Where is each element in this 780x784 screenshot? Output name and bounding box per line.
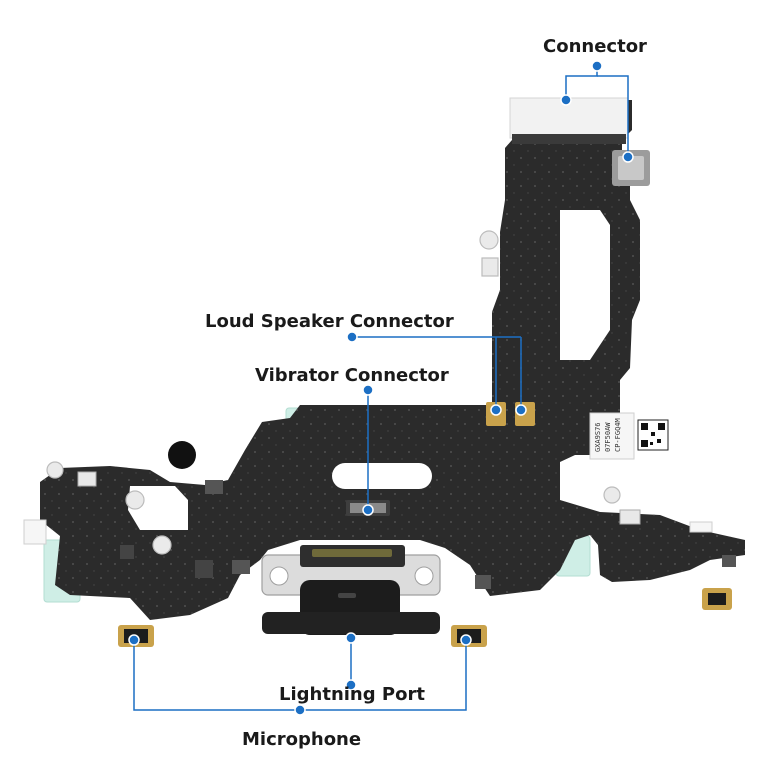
callout-dot-vibrator-origin — [362, 384, 374, 396]
callout-dot-loud-speaker-left — [490, 404, 502, 416]
label-vibrator-connector: Vibrator Connector — [255, 365, 449, 386]
callout-dot-connector-right — [622, 151, 634, 163]
label-lightning-port: Lightning Port — [279, 684, 425, 705]
callout-dots — [128, 60, 634, 716]
callout-dot-lightning-origin — [345, 679, 357, 691]
callout-dot-microphone-left — [128, 634, 140, 646]
label-microphone: Microphone — [242, 729, 362, 750]
grounding-tabs — [46, 230, 728, 608]
label-connector: Connector — [543, 36, 647, 57]
small-components — [77, 441, 736, 610]
label-loud-speaker-connector: Loud Speaker Connector — [205, 311, 454, 332]
callout-line-connector-left — [565, 66, 598, 100]
callout-dot-connector-left — [560, 94, 572, 106]
flex-side-text: GXA9S76 07F50AW CP-FGQ4M — [594, 418, 622, 452]
callout-dot-lightning-target — [345, 632, 357, 644]
flex-side-text-line-2: 07F50AW — [604, 422, 612, 452]
flex-side-text-line-3: CP-FGQ4M — [614, 418, 622, 452]
flex-side-text-line-1: GXA9S76 — [594, 422, 602, 452]
lightning-port-assembly — [261, 545, 441, 635]
callout-line-connector-right — [597, 75, 629, 157]
side-panels — [23, 412, 713, 545]
callout-dot-loud-speaker-right — [515, 404, 527, 416]
callout-dot-microphone-right — [460, 634, 472, 646]
qr-code — [637, 419, 669, 451]
callout-dot-loud-speaker-origin — [346, 331, 358, 343]
callout-dot-vibrator-target — [362, 504, 374, 516]
callout-dot-microphone-origin — [294, 704, 306, 716]
callout-dot-connector-top — [591, 60, 603, 72]
